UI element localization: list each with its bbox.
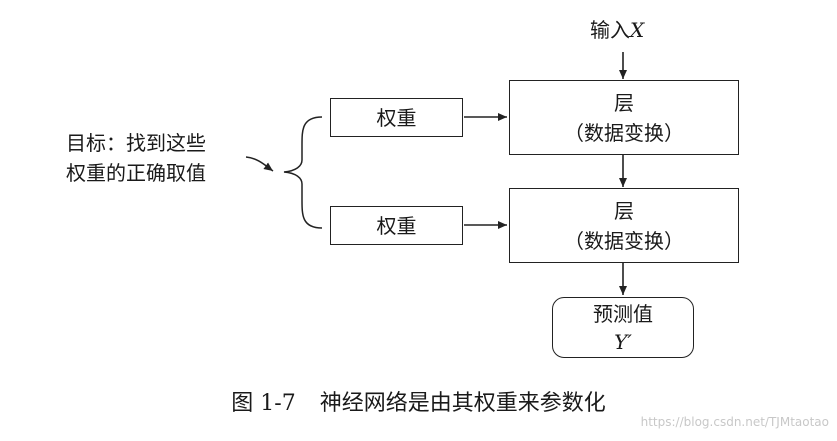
goal-label: 目标：找到这些 权重的正确取值 [66, 128, 256, 188]
goal-pointer-curve [245, 156, 274, 172]
layer-box-1-title: 层 [614, 90, 634, 115]
layer-box-1: 层 （数据变换） [509, 80, 739, 155]
weight-box-1: 权重 [330, 98, 463, 137]
layer-box-2-title: 层 [614, 198, 634, 223]
layer-box-2: 层 （数据变换） [509, 188, 739, 263]
watermark-text: https://blog.csdn.net/TJMtaotao [640, 415, 829, 429]
input-label: 输入X [590, 14, 644, 43]
figure-caption: 图 1-7 神经网络是由其权重来参数化 [0, 385, 837, 417]
weight-box-1-label: 权重 [376, 105, 417, 130]
goal-line-1: 目标：找到这些 [66, 131, 206, 155]
prediction-variable: Y′ [614, 329, 632, 354]
figure-caption-text: 神经网络是由其权重来参数化 [319, 391, 606, 416]
input-label-variable: X [630, 18, 645, 42]
layer-box-1-subtitle: （数据变换） [564, 120, 684, 145]
weight-box-2: 权重 [330, 206, 463, 245]
curly-brace [283, 116, 323, 229]
prediction-box: 预测值 Y′ [552, 297, 694, 358]
input-label-prefix: 输入 [590, 18, 630, 42]
figure-number: 图 1-7 [231, 391, 296, 416]
goal-line-2: 权重的正确取值 [66, 161, 206, 185]
prediction-title: 预测值 [593, 301, 653, 326]
layer-box-2-subtitle: （数据变换） [564, 228, 684, 253]
weight-box-2-label: 权重 [376, 213, 417, 238]
